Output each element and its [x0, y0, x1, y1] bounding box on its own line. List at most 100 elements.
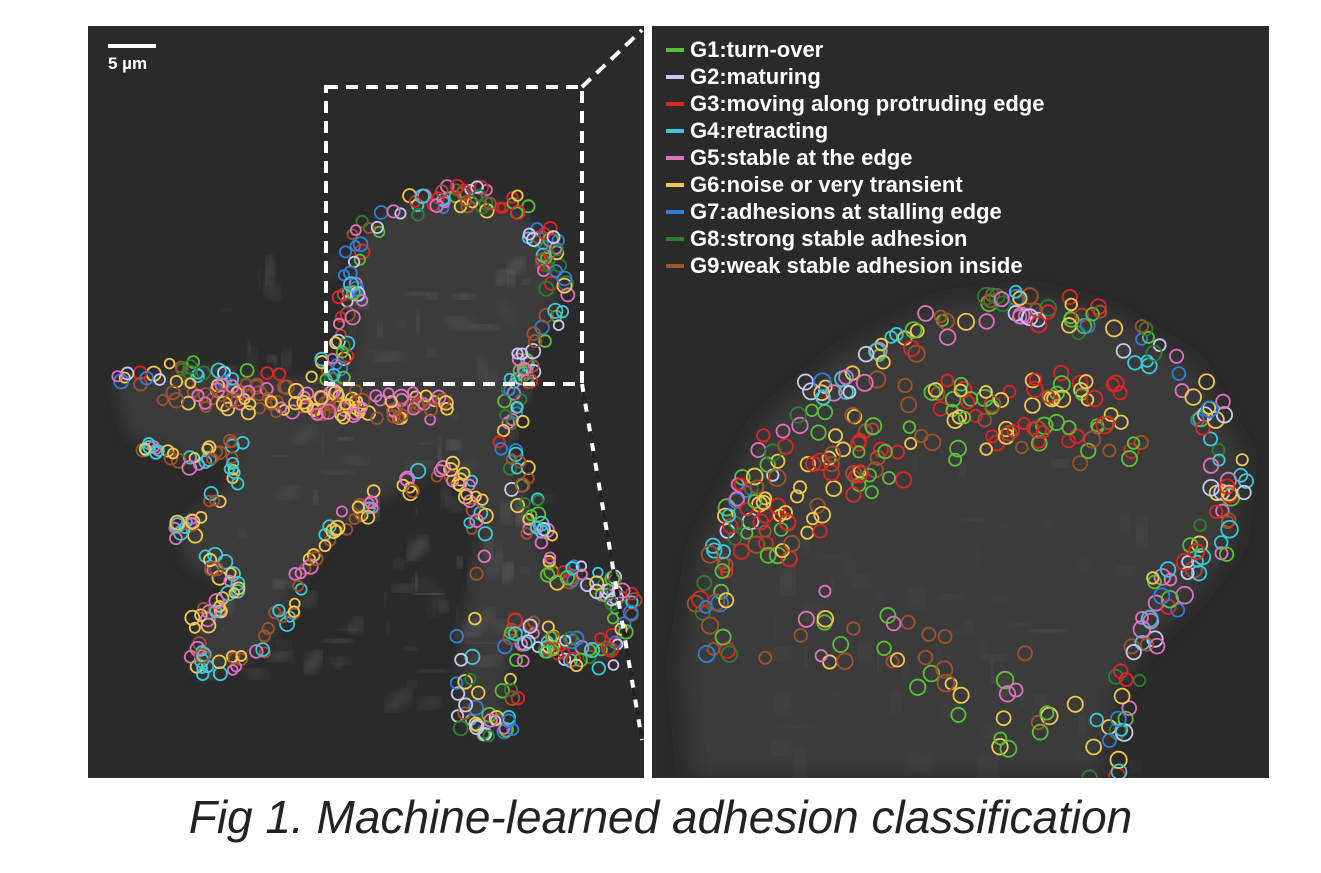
adhesion-marker: [1112, 385, 1128, 401]
adhesion-marker: [810, 424, 827, 441]
adhesion-marker: [844, 406, 862, 424]
adhesion-marker: [816, 610, 835, 628]
actin-streak: [1134, 516, 1149, 547]
actin-streak: [1117, 690, 1129, 700]
actin-streak: [303, 650, 324, 674]
adhesion-marker: [1069, 428, 1085, 444]
adhesion-marker: [505, 417, 518, 431]
adhesion-marker: [1066, 695, 1084, 713]
adhesion-marker: [503, 682, 519, 697]
adhesion-marker: [395, 408, 409, 422]
adhesion-marker: [814, 649, 828, 663]
adhesion-marker: [483, 713, 498, 728]
actin-streak: [438, 599, 451, 614]
adhesion-marker: [258, 646, 271, 659]
adhesion-marker: [1159, 561, 1177, 578]
adhesion-marker: [506, 722, 520, 736]
adhesion-marker: [747, 535, 766, 554]
adhesion-marker: [181, 459, 198, 476]
adhesion-marker: [889, 652, 906, 668]
adhesion-marker: [1213, 535, 1229, 550]
adhesion-marker: [740, 526, 754, 540]
legend-item: G6:noise or very transient: [666, 171, 1044, 198]
actin-streak: [268, 649, 293, 663]
adhesion-marker: [543, 551, 557, 565]
adhesion-marker: [825, 480, 843, 497]
adhesion-marker: [510, 498, 526, 514]
adhesion-marker: [793, 480, 808, 495]
legend-item: G9:weak stable adhesion inside: [666, 252, 1044, 279]
adhesion-marker: [1078, 374, 1094, 390]
adhesion-marker: [953, 383, 968, 398]
adhesion-marker: [1105, 377, 1120, 393]
actin-streak: [338, 435, 353, 443]
adhesion-marker: [1219, 546, 1235, 562]
actin-streak: [508, 427, 520, 441]
actin-streak: [802, 648, 810, 667]
adhesion-marker: [261, 621, 275, 636]
adhesion-marker: [850, 464, 869, 483]
adhesion-marker: [288, 567, 303, 581]
adhesion-marker: [188, 621, 201, 634]
adhesion-marker: [522, 618, 538, 634]
adhesion-marker: [513, 455, 527, 469]
adhesion-marker: [907, 344, 926, 363]
adhesion-marker: [111, 370, 124, 383]
adhesion-marker: [696, 574, 713, 591]
adhesion-marker: [998, 685, 1017, 703]
adhesion-marker: [1039, 299, 1058, 317]
adhesion-marker: [828, 428, 844, 444]
adhesion-marker: [909, 678, 927, 696]
adhesion-marker: [196, 646, 212, 663]
adhesion-marker: [864, 485, 879, 500]
adhesion-marker: [184, 609, 201, 626]
adhesion-marker: [212, 666, 228, 682]
adhesion-marker: [697, 645, 716, 663]
adhesion-marker: [476, 493, 489, 506]
adhesion-marker: [797, 610, 815, 628]
legend-swatch: [666, 101, 684, 106]
adhesion-marker: [471, 685, 486, 700]
actin-streak: [774, 692, 792, 715]
actin-streak: [392, 582, 415, 595]
adhesion-marker: [373, 205, 389, 220]
actin-streak: [445, 495, 464, 514]
scale-bar-label: 5 µm: [108, 54, 148, 73]
adhesion-marker: [1031, 723, 1049, 741]
adhesion-marker: [983, 395, 1002, 414]
adhesion-marker: [1153, 587, 1171, 605]
adhesion-marker: [950, 706, 967, 723]
actin-streak: [406, 679, 418, 689]
adhesion-marker: [203, 486, 219, 501]
adhesion-marker: [450, 686, 466, 701]
adhesion-marker: [227, 664, 239, 676]
adhesion-marker: [818, 584, 832, 598]
adhesion-marker: [257, 629, 271, 643]
adhesion-marker: [1085, 389, 1104, 408]
adhesion-marker: [1220, 519, 1239, 539]
adhesion-marker: [1190, 554, 1204, 568]
adhesion-marker: [700, 616, 720, 635]
adhesion-marker: [1102, 443, 1117, 458]
adhesion-marker: [813, 372, 832, 391]
adhesion-marker: [917, 649, 934, 666]
adhesion-marker: [1073, 382, 1089, 398]
adhesion-marker: [747, 493, 763, 509]
adhesion-marker: [1132, 673, 1147, 688]
actin-streak: [996, 672, 1013, 696]
adhesion-marker: [904, 321, 923, 339]
adhesion-marker: [220, 585, 237, 602]
adhesion-marker: [1209, 504, 1224, 519]
legend-label: G9:weak stable adhesion inside: [690, 252, 1023, 278]
adhesion-marker: [334, 409, 347, 422]
adhesion-marker: [288, 382, 305, 400]
actin-streak: [366, 349, 376, 353]
adhesion-marker: [838, 369, 854, 386]
adhesion-marker: [720, 645, 739, 663]
adhesion-marker: [463, 517, 476, 529]
adhesion-marker: [499, 409, 512, 422]
adhesion-marker: [752, 513, 770, 531]
adhesion-marker: [1108, 722, 1127, 741]
adhesion-marker: [1030, 315, 1048, 334]
adhesion-marker: [169, 514, 186, 531]
